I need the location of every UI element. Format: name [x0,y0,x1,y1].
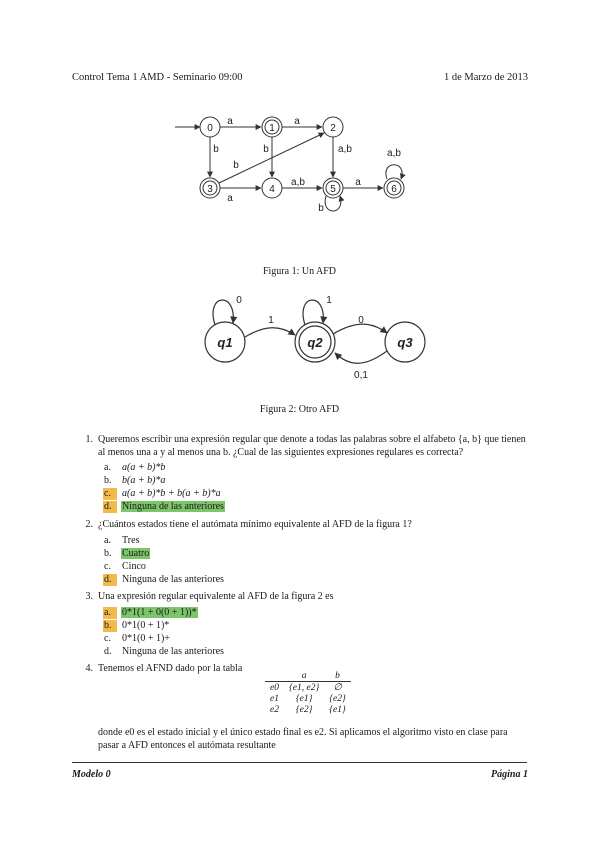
question-text: ¿Cuántos estados tiene el autómata mínim… [98,519,412,530]
q1-option-d[interactable]: d.Ninguna de las anteriores [103,501,225,513]
figure-1-caption: Figura 1: Un AFD [262,266,337,277]
state-0-label: 0 [207,123,213,134]
footer-right: Página 1 [491,769,528,780]
edge-label: a [294,116,300,127]
state-6-label: 6 [391,184,397,195]
state-1-label: 1 [269,123,275,134]
figure-1-diagram: 0 1 2 3 4 5 6 a a b b b a,b a a,b a b a,… [175,116,406,214]
edge-label: b [263,144,269,155]
state-5-label: 5 [330,184,336,195]
q2-option-d[interactable]: d.Ninguna de las anteriores [103,574,224,586]
edge-label: a [227,116,233,127]
state-3-label: 3 [207,184,213,195]
edge-label: 1 [326,295,332,306]
state-q3 [384,321,426,363]
state-2-label: 2 [330,123,336,134]
edge-label: a,b [338,144,352,155]
state-4-label: 4 [269,184,275,195]
transition-table: a b e0 {e1, e2} ∅ e1 {e1} {e2} e2 {e2} {… [265,670,351,715]
header-right: 1 de Marzo de 2013 [444,72,528,83]
figure-2-caption: Figura 2: Otro AFD [259,404,340,415]
edge-label: 1 [268,315,274,326]
edge-label: 0,1 [354,370,368,381]
question-number: 2. [85,519,94,530]
question-4-continuation: donde e0 es el estado inicial y el único… [98,727,508,751]
q2-option-c[interactable]: c.Cinco [104,561,146,572]
q1-option-a[interactable]: a.a(a + b)*b [104,462,166,473]
state-q2-label: q2 [307,335,323,350]
edge-label: a [227,193,233,204]
question-text: Tenemos el AFND dado por la tabla [98,663,243,674]
table-row: e2 {e2} {e1} [270,704,346,715]
question-text: Queremos escribir una expresión regular … [98,434,526,458]
edge-label: 0 [358,315,364,326]
state-q2 [294,321,336,363]
state-q3-label: q3 [397,335,413,350]
question-text: Una expresión regular equivalente al AFD… [98,591,334,602]
question-number: 4. [85,663,94,674]
footer-rule [72,762,527,763]
q3-option-c[interactable]: c.0*1(0 + 1)+ [104,633,170,644]
q3-option-d[interactable]: d.Ninguna de las anteriores [104,646,224,657]
question-number: 1. [85,434,94,445]
q1-option-b[interactable]: b.b(a + b)*a [104,475,166,486]
edge-label: b [318,203,324,214]
header-left: Control Tema 1 AMD - Seminario 09:00 [72,72,243,83]
q1-option-c[interactable]: c.a(a + b)*b + b(a + b)*a [103,488,221,500]
edge-label: a,b [291,177,305,188]
edge-label: b [233,160,239,171]
q3-option-a[interactable]: a.0*1(1 + 0(0 + 1))* [103,607,198,619]
state-q1 [204,321,246,363]
q2-option-a[interactable]: a.Tres [104,535,140,546]
table-row: e0 {e1, e2} ∅ [270,682,342,694]
state-q1-label: q1 [217,335,232,350]
state-6 [383,177,405,199]
q3-option-b[interactable]: b.0*1(0 + 1)* [103,620,170,632]
figure-2-diagram: q1 q2 q3 0 1 1 0 0,1 [204,295,426,381]
edge-label: a [355,177,361,188]
question-number: 3. [85,591,94,602]
footer-left: Modelo 0 [72,769,111,780]
edge-label: a,b [387,148,401,159]
q2-option-b[interactable]: b.Cuatro [104,548,151,559]
table-row: e1 {e1} {e2} [270,693,346,704]
edge-label: b [213,144,219,155]
edge-label: 0 [236,295,242,306]
